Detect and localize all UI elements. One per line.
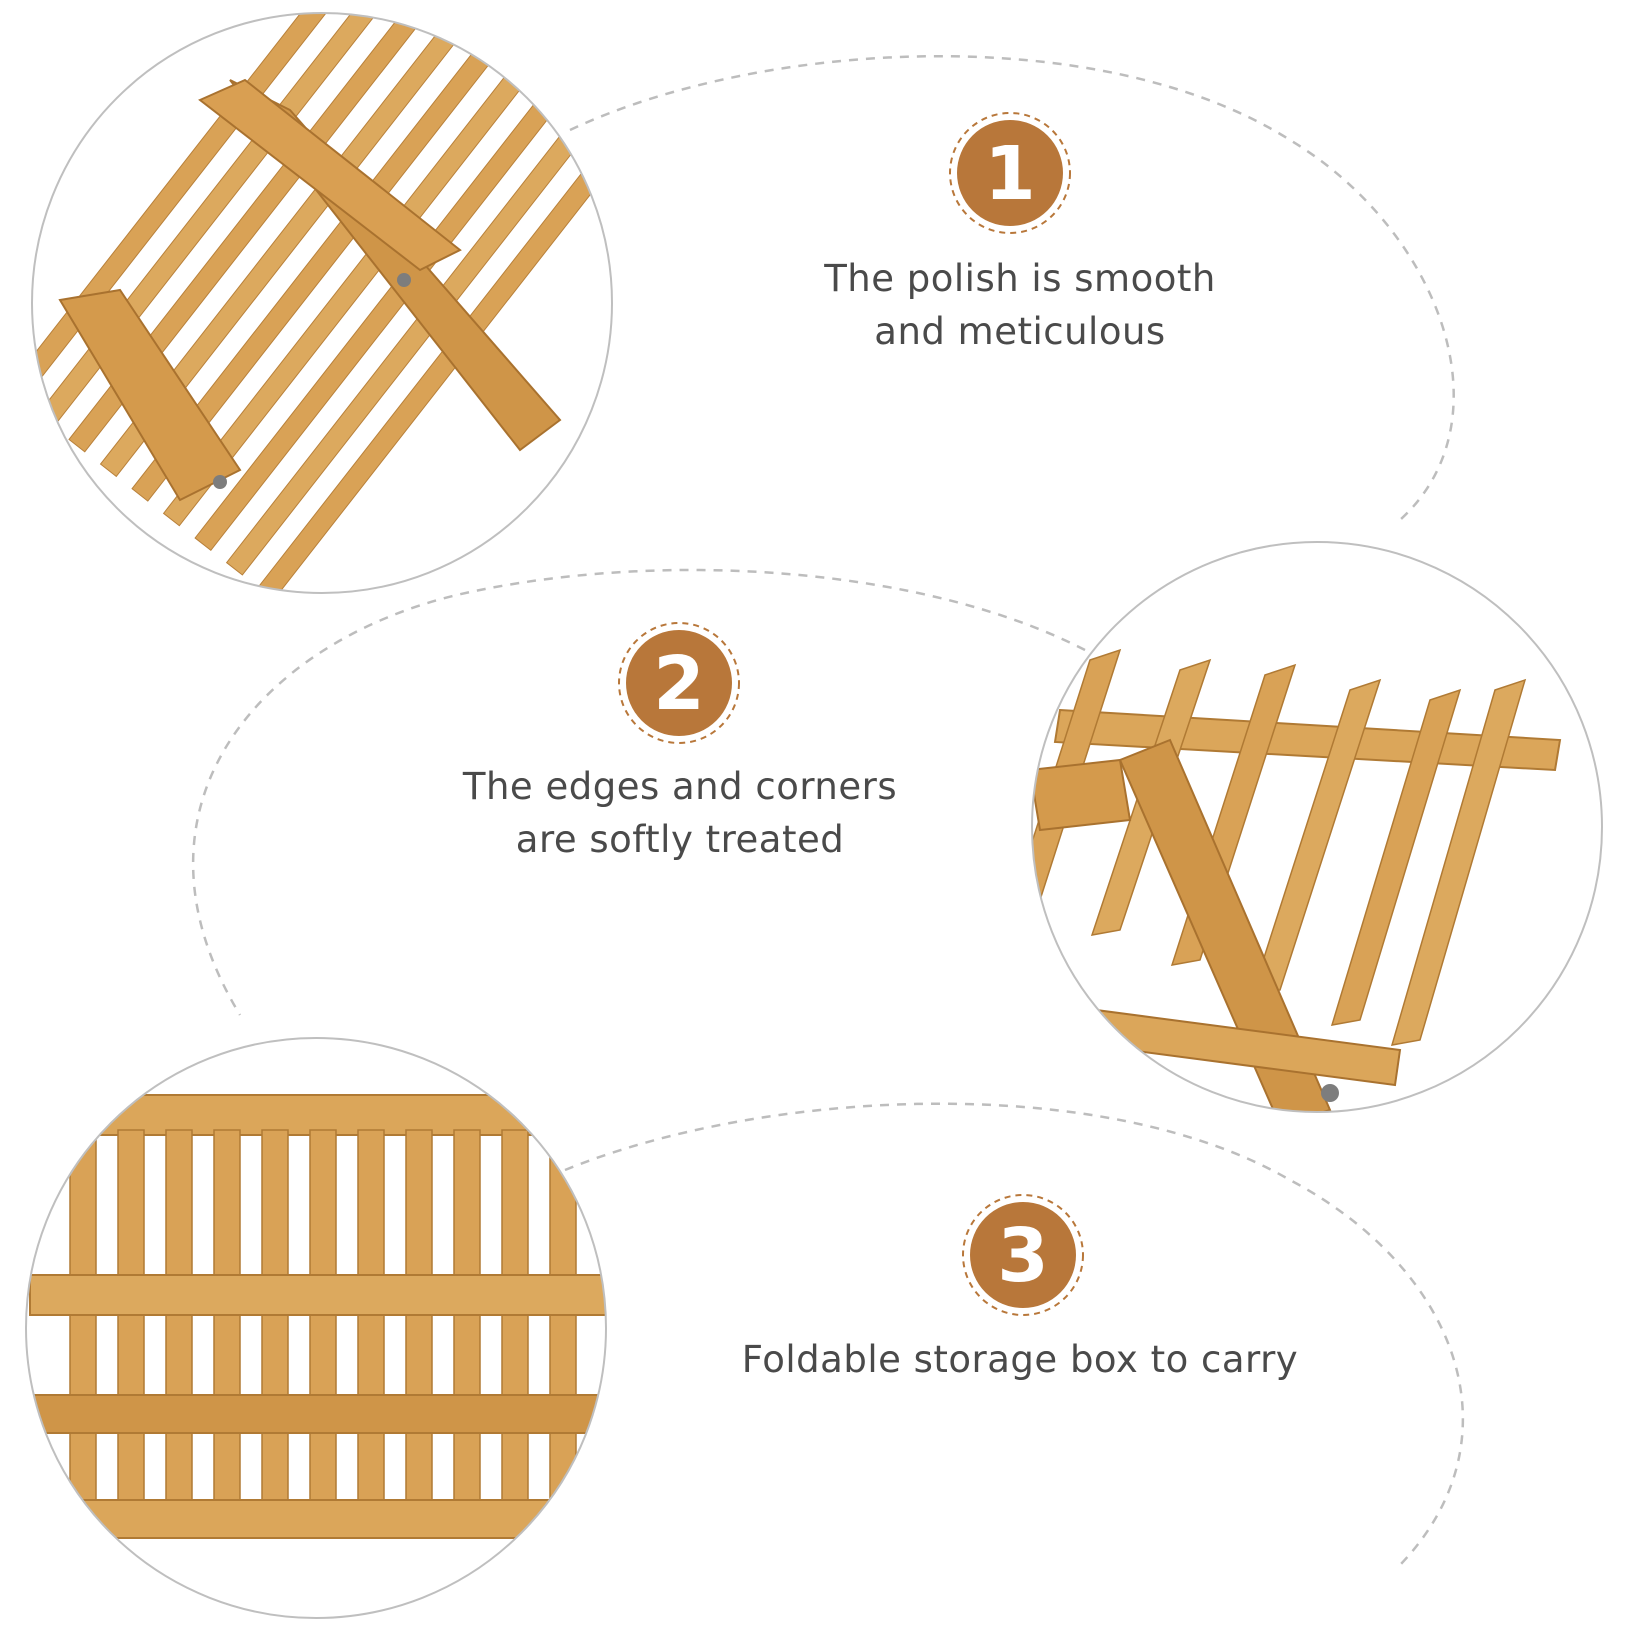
product-photo-circle-2 — [1031, 541, 1603, 1113]
feature-badge-3: 3 — [962, 1194, 1084, 1316]
feature-text-1: The polish is smooth and meticulous — [824, 257, 1216, 353]
badge-number-1: 1 — [984, 131, 1036, 217]
dashed-connectors — [191, 55, 1465, 1566]
badge-number-2: 2 — [653, 641, 705, 727]
product-photo-circle-1 — [31, 12, 613, 594]
dashed-curve-2 — [191, 568, 1086, 1016]
feature-badge-2: 2 — [618, 622, 740, 744]
dashed-curve-3 — [564, 1102, 1465, 1566]
slats-group-3 — [69, 1129, 577, 1531]
feature-text-3: Foldable storage box to carry — [741, 1338, 1299, 1381]
dashed-curve-1 — [569, 55, 1455, 521]
product-photo-circle-3 — [25, 1037, 607, 1619]
badge-number-3: 3 — [997, 1213, 1049, 1299]
feature-badge-1: 1 — [949, 112, 1071, 234]
feature-text-2: The edges and corners are softly treated — [462, 765, 898, 861]
slats-group-1 — [32, 13, 612, 593]
